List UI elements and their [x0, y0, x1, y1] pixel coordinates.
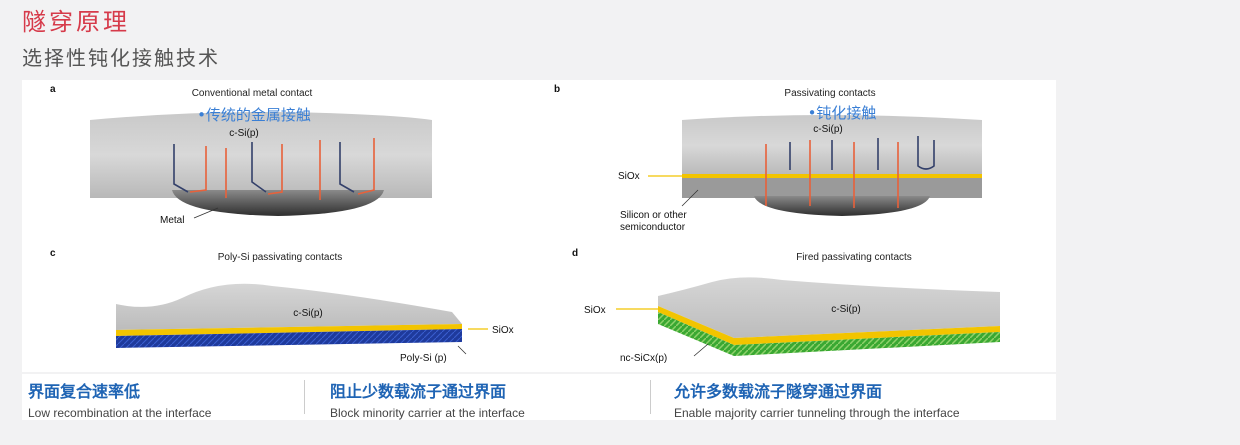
panel-c-poly-label: Poly-Si (p) [400, 353, 447, 364]
panel-d-oxide-label: SiOx [584, 305, 606, 316]
panel-b-semiconductor-layer [682, 178, 982, 198]
feature-1-title: 界面复合速率低 [28, 382, 141, 401]
panel-a-metal-contact [172, 190, 384, 216]
panel-a-silicon-block [90, 112, 432, 198]
panel-d-material-label: c-Si(p) [831, 304, 860, 315]
panel-b-material-label: c-Si(p) [813, 124, 842, 135]
panel-a-material-label: c-Si(p) [229, 128, 258, 139]
panel-b-metal-contact [754, 196, 930, 216]
panel-a-arrow-minority-2 [251, 142, 267, 193]
feature-divider-2 [650, 380, 651, 414]
feature-divider-1 [304, 380, 305, 414]
panel-b-semi-label-1: Silicon or other [620, 210, 687, 221]
panel-b-letter: b [554, 84, 560, 95]
feature-block-minority: 阻止少数载流子通过界面 Block minority carrier at th… [330, 378, 525, 420]
panel-d-nc-label: nc-SiCx(p) [620, 353, 667, 364]
panel-d-nc-leader [693, 343, 709, 357]
panel-a-overlay-label: •传统的金属接触 [197, 106, 311, 124]
contact-diagram-figure: a Conventional metal contact •传统的金属接触 c-… [22, 80, 1056, 372]
panel-a-arrow-minority-3 [339, 142, 355, 193]
panel-d-oxide-layer [658, 306, 1000, 345]
panel-a-arrow-majority-1 [189, 146, 207, 193]
feature-majority-tunneling: 允许多数载流子隧穿通过界面 Enable majority carrier tu… [674, 378, 960, 420]
panel-d-nc-layer [658, 312, 1000, 356]
feature-2-title: 阻止少数载流子通过界面 [330, 382, 507, 401]
panel-c-poly-layer [116, 329, 462, 348]
panel-a-metal-leader [193, 207, 219, 219]
feature-2-subtitle: Block minority carrier at the interface [330, 406, 525, 420]
panel-b-oxide-layer [682, 174, 982, 178]
panel-c-letter: c [50, 248, 56, 259]
panel-c-oxide-layer [116, 324, 462, 336]
panel-a-arrow-majority-3 [267, 144, 283, 195]
panel-b-arrow-minority-reflected [917, 136, 935, 170]
feature-strip: 界面复合速率低 Low recombination at the interfa… [22, 374, 1056, 420]
feature-low-recombination: 界面复合速率低 Low recombination at the interfa… [28, 378, 211, 420]
panel-b-semi-leader [681, 189, 699, 207]
panel-a-metal-label: Metal [160, 215, 184, 226]
panel-b-semi-label-2: semiconductor [620, 222, 686, 233]
panel-a-letter: a [50, 84, 56, 95]
panel-a-heading: Conventional metal contact [192, 88, 313, 99]
panel-b-heading: Passivating contacts [784, 88, 875, 99]
panel-a-arrow-majority-5 [357, 138, 375, 195]
page-subtitle: 选择性钝化接触技术 [22, 46, 220, 70]
panel-c-silicon-block [116, 283, 462, 330]
panel-b-overlay-label: •钝化接触 [808, 104, 877, 122]
panel-a-carrier-arrows [173, 138, 375, 200]
feature-3-subtitle: Enable majority carrier tunneling throug… [674, 406, 960, 420]
contact-diagram-svg: a Conventional metal contact •传统的金属接触 c-… [50, 84, 1000, 364]
panel-d-silicon-block [658, 277, 1000, 338]
panel-d-letter: d [572, 248, 578, 259]
page-title: 隧穿原理 [22, 8, 130, 36]
panel-b-carrier-arrows [765, 136, 935, 208]
panel-a-arrow-minority-1 [173, 144, 189, 193]
feature-1-subtitle: Low recombination at the interface [28, 406, 212, 420]
panel-c-oxide-label: SiOx [492, 325, 514, 336]
panel-b-oxide-label: SiOx [618, 171, 640, 182]
panel-d-heading: Fired passivating contacts [796, 252, 912, 263]
feature-3-title: 允许多数载流子隧穿通过界面 [674, 382, 883, 401]
panel-c-poly-leader [457, 345, 467, 355]
panel-c-material-label: c-Si(p) [293, 308, 322, 319]
panel-c-heading: Poly-Si passivating contacts [218, 252, 343, 263]
